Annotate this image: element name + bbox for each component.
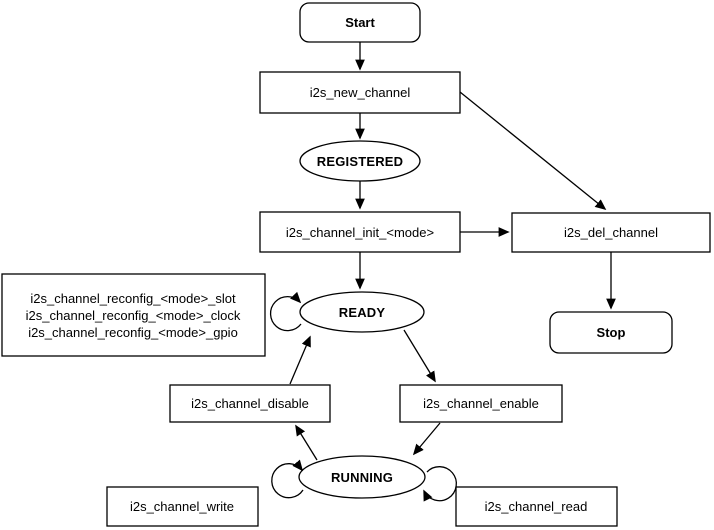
node-i2s-channel-enable bbox=[399, 384, 563, 423]
edge-disable-to-ready bbox=[289, 335, 311, 385]
label-enable: i2s_channel_enable bbox=[423, 396, 539, 411]
edge-ready-to-enable bbox=[403, 329, 436, 383]
label-start: Start bbox=[345, 15, 375, 30]
label-reconfig-gpio: i2s_channel_reconfig_<mode>_gpio bbox=[28, 325, 238, 340]
label-registered: REGISTERED bbox=[317, 154, 404, 169]
state-ready bbox=[299, 291, 425, 333]
edge-ready-self-loop bbox=[269, 291, 302, 332]
label-new-channel: i2s_new_channel bbox=[310, 85, 411, 100]
label-reconfig-slot: i2s_channel_reconfig_<mode>_slot bbox=[30, 291, 236, 306]
edge-running-self-loop-left bbox=[271, 459, 304, 499]
node-i2s-channel-read bbox=[455, 486, 618, 527]
label-read: i2s_channel_read bbox=[485, 499, 588, 514]
label-ready: READY bbox=[339, 305, 386, 320]
node-i2s-channel-write bbox=[106, 486, 259, 527]
label-reconfig-clock: i2s_channel_reconfig_<mode>_clock bbox=[26, 308, 241, 323]
label-del-channel: i2s_del_channel bbox=[564, 225, 658, 240]
edge-running-self-loop-right bbox=[423, 466, 457, 502]
node-i2s-channel-reconfig bbox=[1, 273, 266, 357]
label-init: i2s_channel_init_<mode> bbox=[286, 225, 434, 240]
node-stop bbox=[549, 311, 673, 354]
edge-enable-to-running bbox=[412, 422, 441, 456]
edge-running-to-disable bbox=[295, 424, 318, 461]
label-running: RUNNING bbox=[331, 470, 393, 485]
label-write: i2s_channel_write bbox=[130, 499, 234, 514]
node-i2s-del-channel bbox=[511, 212, 711, 253]
node-i2s-channel-disable bbox=[169, 384, 331, 423]
edge-new-channel-to-del-channel bbox=[459, 91, 607, 211]
label-disable: i2s_channel_disable bbox=[191, 396, 309, 411]
node-i2s-new-channel bbox=[259, 71, 461, 114]
state-running bbox=[298, 455, 426, 499]
label-stop: Stop bbox=[597, 325, 626, 340]
